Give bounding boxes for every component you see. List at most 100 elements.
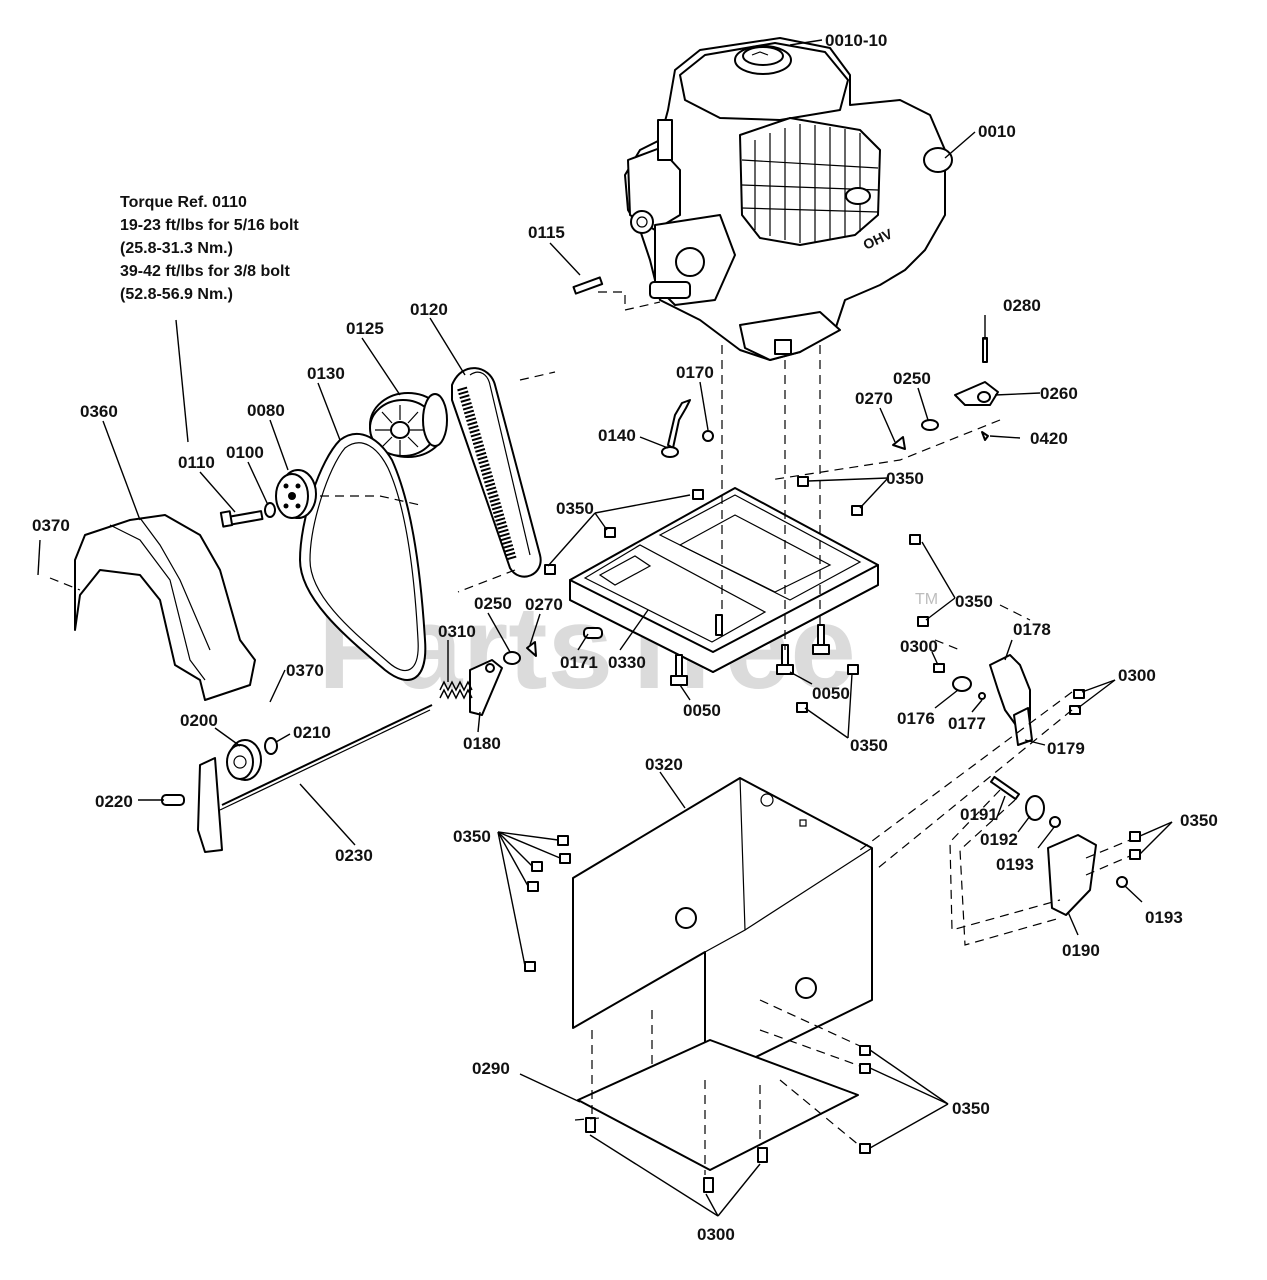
callout-0300-right: 0300 [1118,666,1156,685]
callout-0100: 0100 [226,443,264,462]
nut-0170[interactable] [702,430,714,442]
callout-0250-lower: 0250 [474,594,512,613]
screws-0300-upper[interactable] [933,663,1085,715]
key-0115[interactable] [572,276,604,295]
callout-0080: 0080 [247,401,285,420]
screws-0300-bottom[interactable] [585,1117,768,1193]
screws-0350-plate[interactable] [544,476,929,713]
callout-0260: 0260 [1040,384,1078,403]
callout-0350-plate-right: 0350 [886,469,924,488]
arm-0220[interactable] [161,757,223,853]
callout-0350-right-bracket: 0350 [1180,811,1218,830]
clip-0270-lower[interactable] [526,641,537,657]
callout-0192: 0192 [980,830,1018,849]
idler-arm-0140[interactable] [661,399,691,458]
callout-0115: 0115 [528,223,565,242]
callout-0130: 0130 [307,364,345,383]
torque-note-line-1: Torque Ref. 0110 [120,194,247,211]
callout-0370-left: 0370 [32,516,70,535]
callout-0140: 0140 [598,426,636,445]
torque-note-line-5: (52.8-56.9 Nm.) [120,286,233,303]
bracket-0260[interactable] [954,381,999,406]
part-0420[interactable] [981,431,989,441]
pin-0280[interactable] [982,337,988,363]
callout-0191: 0191 [960,805,998,824]
callout-0330: 0330 [608,653,646,672]
callout-labels: 0010-10 0010 0115 0120 0125 0130 0080 01… [32,31,1218,1244]
screws-0350-frame-bottom[interactable] [859,1045,871,1154]
callout-0050-right: 0050 [812,684,850,703]
callout-0170: 0170 [676,363,714,382]
callout-0171: 0171 [560,653,598,672]
callout-0210: 0210 [293,723,331,742]
pin-0171[interactable] [583,627,603,639]
callout-0178: 0178 [1013,620,1051,639]
callout-0360: 0360 [80,402,118,421]
part-0176[interactable] [952,676,972,692]
callout-0420: 0420 [1030,429,1068,448]
callout-0190: 0190 [1062,941,1100,960]
engine-mount-plate-0330[interactable] [569,487,879,673]
callout-0270-lower: 0270 [525,595,563,614]
cog-belt-0120[interactable] [451,367,542,578]
clip-0270[interactable] [892,436,906,450]
shaft-0230[interactable] [219,704,433,811]
callout-0110: 0110 [178,453,215,472]
callout-0350-frame-bottom: 0350 [952,1099,990,1118]
callout-0010-10: 0010-10 [825,31,887,50]
washer-0100[interactable] [264,502,276,518]
screws-0350-frame-left[interactable] [524,835,571,972]
callout-0350-plate-bottom: 0350 [850,736,888,755]
callout-0125: 0125 [346,319,384,338]
torque-note-leader [175,319,189,443]
plate-0290[interactable] [577,1039,859,1171]
bolts-0050[interactable] [670,614,830,686]
torque-note-line-2: 19-23 ft/lbs for 5/16 bolt [120,217,299,234]
callout-0179: 0179 [1047,739,1085,758]
callout-0230: 0230 [335,846,373,865]
part-0177[interactable] [978,692,986,700]
v-belt-0130[interactable] [299,433,427,681]
bracket-0190[interactable] [1047,834,1097,916]
idler-pulley-0200[interactable] [226,739,262,781]
callout-0177: 0177 [948,714,986,733]
washer-0250[interactable] [921,419,939,431]
callout-0220: 0220 [95,792,133,811]
callout-0280: 0280 [1003,296,1041,315]
part-0192[interactable] [1025,795,1045,821]
callout-0010: 0010 [978,122,1016,141]
pulley-0080[interactable] [275,469,317,519]
frame-0320[interactable] [572,777,873,1083]
callout-0200: 0200 [180,711,218,730]
bolt-0110[interactable] [219,510,264,528]
belt-cover-0360[interactable] [74,514,256,701]
callout-0290: 0290 [472,1059,510,1078]
washer-0250-lower[interactable] [503,651,521,665]
callout-0193-left: 0193 [996,855,1034,874]
callout-0300-bottom: 0300 [697,1225,735,1244]
callout-0050-left: 0050 [683,701,721,720]
part-0210[interactable] [264,737,278,755]
spring-0310[interactable] [439,680,473,700]
leader-lines [37,39,1173,1217]
muffler-guard [739,117,881,246]
bolt-0191[interactable] [989,775,1021,801]
callout-0350-frame-left: 0350 [453,827,491,846]
callout-0310: 0310 [438,622,476,641]
nut-0193[interactable] [1049,816,1061,828]
callout-0370-lower: 0370 [286,661,324,680]
callout-0193-right: 0193 [1145,908,1183,927]
bracket-0180[interactable] [469,659,503,716]
nut-0193-right[interactable] [1116,876,1128,888]
torque-note-line-3: (25.8-31.3 Nm.) [120,240,233,257]
screws-0350-right[interactable] [1129,831,1141,860]
pulley-0125[interactable] [369,392,448,458]
torque-note: Torque Ref. 0110 19-23 ft/lbs for 5/16 b… [120,194,299,443]
callout-0120: 0120 [410,300,448,319]
callout-0350-plate-far-right: 0350 [955,592,993,611]
engine[interactable]: OHV [624,37,953,361]
alignment-lines [49,291,1131,1175]
torque-note-line-4: 39-42 ft/lbs for 3/8 bolt [120,263,290,280]
bracket-0179[interactable] [1013,707,1033,746]
